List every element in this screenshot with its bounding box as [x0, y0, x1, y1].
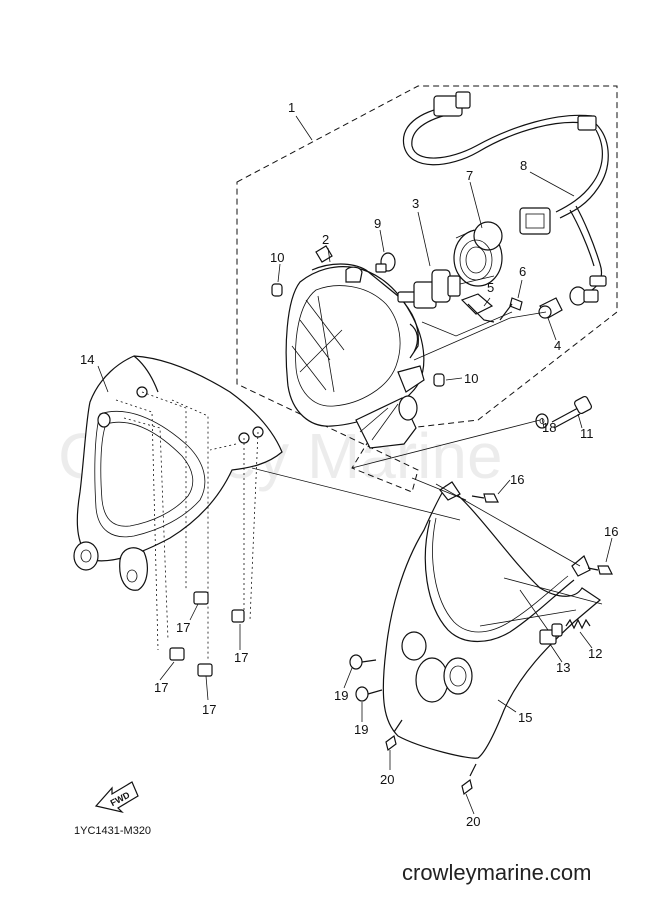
screw-6 [499, 297, 523, 321]
headlight-bulb [397, 269, 461, 309]
inner-panel [382, 481, 601, 759]
callout-6: 6 [519, 264, 526, 279]
callout-17-a: 17 [176, 620, 190, 635]
headlight-unit [285, 245, 425, 449]
callout-20-a: 20 [380, 772, 394, 787]
callout-4: 4 [554, 338, 561, 353]
front-cowling [73, 355, 283, 591]
callout-16-right: 16 [604, 524, 618, 539]
callout-14: 14 [80, 352, 94, 367]
guide-lines-17 [115, 391, 259, 660]
screw-20 [385, 719, 477, 796]
drawing-code: 1YC1431-M320 [74, 825, 151, 837]
screw-19 [349, 654, 383, 702]
callout-17-d: 17 [202, 702, 216, 717]
callout-12: 12 [588, 646, 602, 661]
wire-harness [402, 91, 609, 306]
callout-19-a: 19 [334, 688, 348, 703]
bolt-11 [551, 395, 593, 429]
callout-18: 18 [542, 420, 556, 435]
bulb-socket-cover [453, 221, 503, 287]
screw-16 [471, 493, 613, 575]
connection-lines [251, 311, 603, 631]
callout-1: 1 [288, 100, 295, 115]
callout-19-b: 19 [354, 722, 368, 737]
callout-9: 9 [374, 216, 381, 231]
socket-13 [539, 623, 563, 645]
callout-8: 8 [520, 158, 527, 173]
callout-15: 15 [518, 710, 532, 725]
callout-10-top: 10 [270, 250, 284, 265]
callout-leaders [97, 115, 613, 815]
callout-17-c: 17 [154, 680, 168, 695]
callout-13: 13 [556, 660, 570, 675]
callout-3: 3 [412, 196, 419, 211]
footer-url[interactable]: crowleymarine.com [402, 860, 592, 885]
callout-5: 5 [487, 280, 494, 295]
clip-nut-17 [169, 591, 245, 677]
spring-12 [565, 618, 591, 630]
callout-numbers: 1 2 3 4 5 6 7 8 9 10 10 11 12 13 14 15 1… [80, 100, 618, 829]
callout-7: 7 [466, 168, 473, 183]
bulb-9 [375, 252, 396, 273]
callout-11: 11 [580, 426, 594, 441]
callout-17-b: 17 [234, 650, 248, 665]
callout-20-b: 20 [466, 814, 480, 829]
grommet-10 [271, 283, 445, 387]
callout-2: 2 [322, 232, 329, 247]
position-bulb [538, 297, 563, 319]
bulb-clip [460, 293, 495, 323]
forward-direction-arrow: FWD [94, 781, 139, 814]
callout-16-top: 16 [510, 472, 524, 487]
callout-10-bottom: 10 [464, 371, 478, 386]
